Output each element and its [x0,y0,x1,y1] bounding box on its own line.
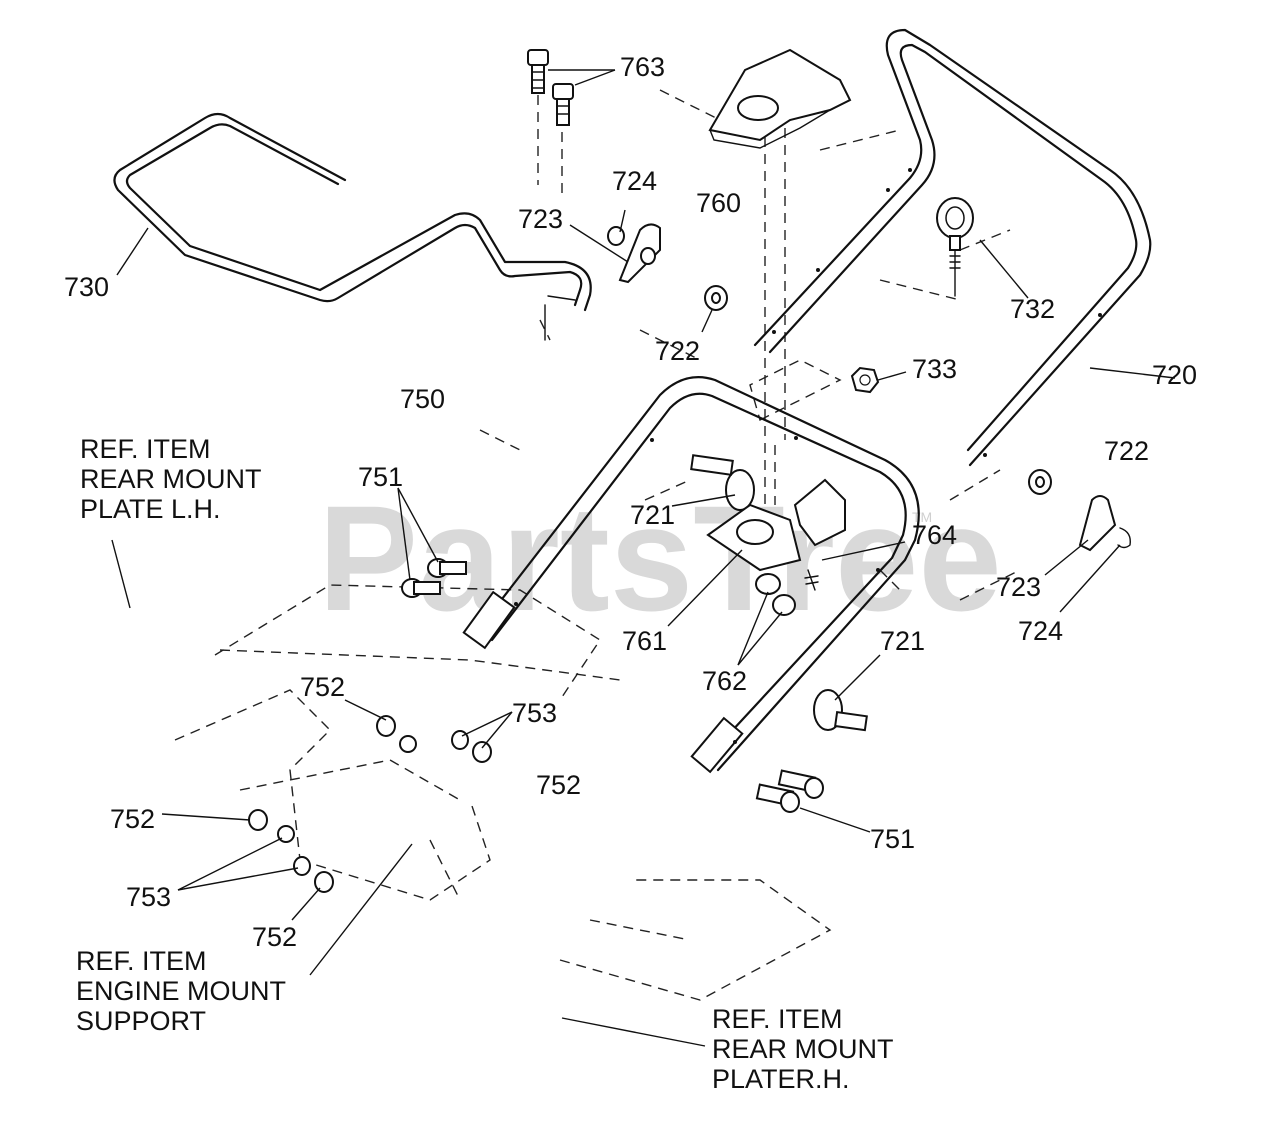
part-752-753-washers [248,715,492,893]
label-724-top: 724 [612,166,657,196]
label-752-a: 752 [300,672,345,702]
ref-rh-line3: PLATER.H. [712,1064,850,1094]
label-724-right: 724 [1018,616,1063,646]
label-762: 762 [702,666,747,696]
part-751-bolts [401,558,824,813]
ref-lh-line1: REF. ITEM [80,434,211,464]
label-720: 720 [1152,360,1197,390]
part-720-upper-handle [753,28,1152,467]
ref-lh-line3: PLATE L.H. [80,494,221,524]
watermark: PartsTree TM [318,474,1002,642]
label-751-right: 751 [870,824,915,854]
label-751-left: 751 [358,462,403,492]
part-750-lower-handle [462,376,920,774]
part-724-723-left [607,223,661,284]
ref-engine-line3: SUPPORT [76,1006,206,1036]
label-752-c: 752 [110,804,155,834]
label-723-top: 723 [518,204,563,234]
label-721-bottom: 721 [880,626,925,656]
label-752-d: 752 [252,922,297,952]
watermark-tm: TM [912,509,932,525]
label-733: 733 [912,354,957,384]
label-723-right: 723 [996,572,1041,602]
label-760: 760 [696,188,741,218]
ref-rear-mount-lh: REF. ITEM REAR MOUNT PLATE L.H. [80,434,262,524]
watermark-text: PartsTree [318,474,1002,642]
label-763: 763 [620,52,665,82]
reference-outlines [174,89,1021,1001]
leader-lines [111,69,1176,1047]
ref-rh-line1: REF. ITEM [712,1004,843,1034]
part-760-clamp [708,48,852,149]
ref-engine-line2: ENGINE MOUNT [76,976,286,1006]
label-721-top: 721 [630,500,675,530]
part-763-bolts [527,49,574,126]
label-730: 730 [64,272,109,302]
label-722-left: 722 [655,336,700,366]
assembly-lines [537,60,786,520]
label-761: 761 [622,626,667,656]
label-764: 764 [912,520,957,550]
part-730-bail [113,112,592,341]
label-753-b: 753 [126,882,171,912]
ref-engine-mount: REF. ITEM ENGINE MOUNT SUPPORT [76,946,286,1036]
part-761-bracket [706,478,846,616]
label-750: 750 [400,384,445,414]
part-722-washers [704,285,1052,495]
part-721-bolts [690,454,868,732]
ref-rear-mount-rh: REF. ITEM REAR MOUNT PLATER.H. [712,1004,894,1094]
part-732-eyebolt [936,197,974,297]
part-724-723-right [1078,495,1131,552]
ref-engine-line1: REF. ITEM [76,946,207,976]
label-722-right: 722 [1104,436,1149,466]
label-732: 732 [1010,294,1055,324]
part-733-nut [850,366,880,394]
part-number-labels: 763 724 723 760 730 732 722 733 720 750 … [64,52,1197,952]
label-752-b: 752 [536,770,581,800]
label-753-a: 753 [512,698,557,728]
ref-rh-line2: REAR MOUNT [712,1034,894,1064]
ref-lh-line2: REAR MOUNT [80,464,262,494]
